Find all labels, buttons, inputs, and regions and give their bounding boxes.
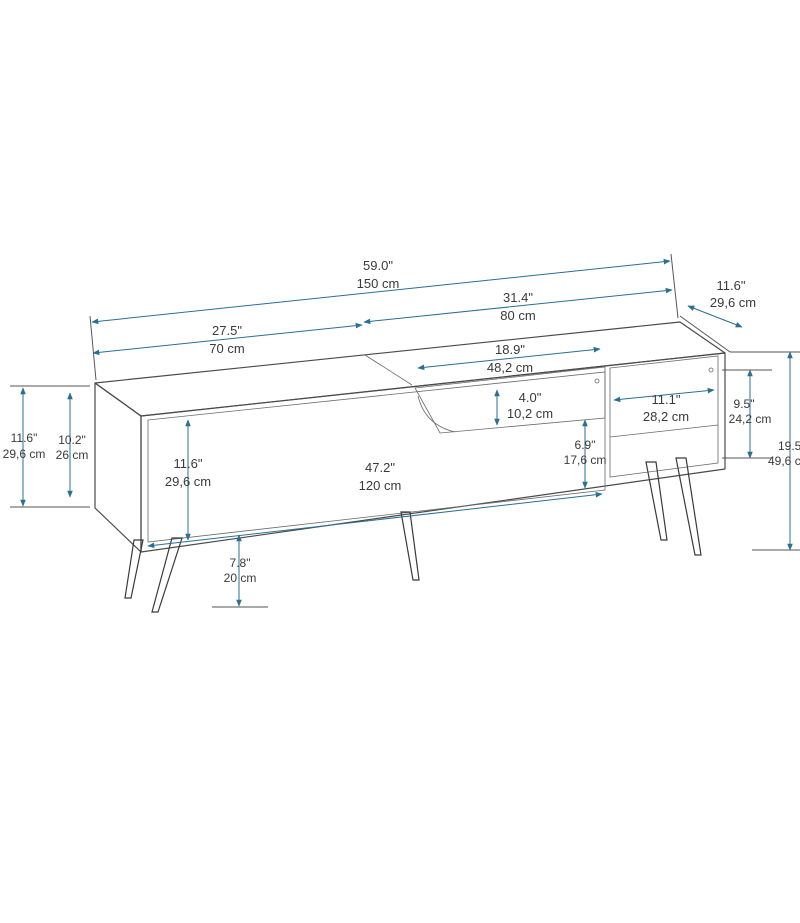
right-compartment	[609, 355, 719, 478]
label-door-width-cm: 120 cm	[359, 478, 402, 493]
label-door-height-cm: 29,6 cm	[165, 474, 211, 489]
extension-depth	[679, 315, 731, 353]
label-depth-cm: 29,6 cm	[710, 295, 756, 310]
label-leg-height-in: 7.8"	[230, 556, 251, 570]
label-opening-height-cm: 10,2 cm	[507, 406, 553, 421]
label-door-height-in: 11.6"	[174, 456, 203, 471]
label-outer-height-cm: 29,6 cm	[3, 447, 46, 461]
label-left-width-cm: 70 cm	[209, 341, 244, 356]
leg-middle	[400, 511, 420, 581]
top-split-line	[364, 354, 413, 386]
hole-right	[708, 367, 714, 373]
leg-right-2	[675, 457, 702, 556]
label-inner-height-in: 10.2"	[58, 433, 86, 447]
dim-left-width	[92, 322, 363, 356]
dim-door-width	[147, 491, 603, 549]
middle-compartment	[414, 366, 606, 434]
dimension-lines	[10, 253, 800, 608]
dim-right-shelf	[613, 387, 715, 403]
label-total-height-in: 19.5	[778, 439, 800, 453]
label-total-height-cm: 49,6 c	[768, 454, 800, 468]
top-surface	[94, 321, 726, 417]
label-shelf-width-cm: 48,2 cm	[487, 360, 533, 375]
label-opening-height-in: 4.0"	[519, 390, 542, 405]
hole-left	[594, 378, 600, 384]
leg-right-1	[645, 461, 668, 541]
dim-depth	[687, 305, 743, 328]
label-drawer-height-in: 6.9"	[575, 438, 596, 452]
label-depth-in: 11.6"	[717, 278, 746, 293]
label-outer-height-in: 11.6"	[11, 431, 38, 445]
label-right-shelf-cm: 28,2 cm	[643, 409, 689, 424]
label-left-width-in: 27.5"	[212, 323, 242, 338]
left-side-face	[94, 382, 142, 553]
label-inner-height-cm: 26 cm	[56, 448, 89, 462]
front-face	[140, 352, 726, 553]
label-total-width-in: 59.0"	[363, 258, 393, 273]
label-leg-height-cm: 20 cm	[224, 571, 257, 585]
extension-right-top	[670, 253, 679, 319]
label-door-width-in: 47.2"	[365, 460, 395, 475]
leg-front-left-2	[151, 537, 183, 613]
label-right-width-cm: 80 cm	[500, 308, 535, 323]
label-total-width-cm: 150 cm	[357, 276, 400, 291]
label-drawer-height-cm: 17,6 cm	[564, 453, 607, 467]
extension-left	[89, 315, 97, 381]
curved-cutout	[417, 395, 456, 433]
label-right-shelf-in: 11.1"	[652, 392, 681, 407]
dim-shelf-width	[417, 346, 601, 371]
dim-right-width	[363, 287, 673, 325]
label-shelf-width-in: 18.9"	[495, 342, 525, 357]
label-right-width-in: 31.4"	[503, 290, 533, 305]
label-right-opening-cm: 24,2 cm	[729, 412, 772, 426]
leg-front-left	[124, 539, 144, 599]
right-shelf-line	[609, 424, 719, 438]
dimension-labels: 59.0" 150 cm 31.4" 80 cm 27.5" 70 cm 11.…	[3, 258, 800, 585]
label-right-opening-in: 9.5"	[734, 397, 755, 411]
